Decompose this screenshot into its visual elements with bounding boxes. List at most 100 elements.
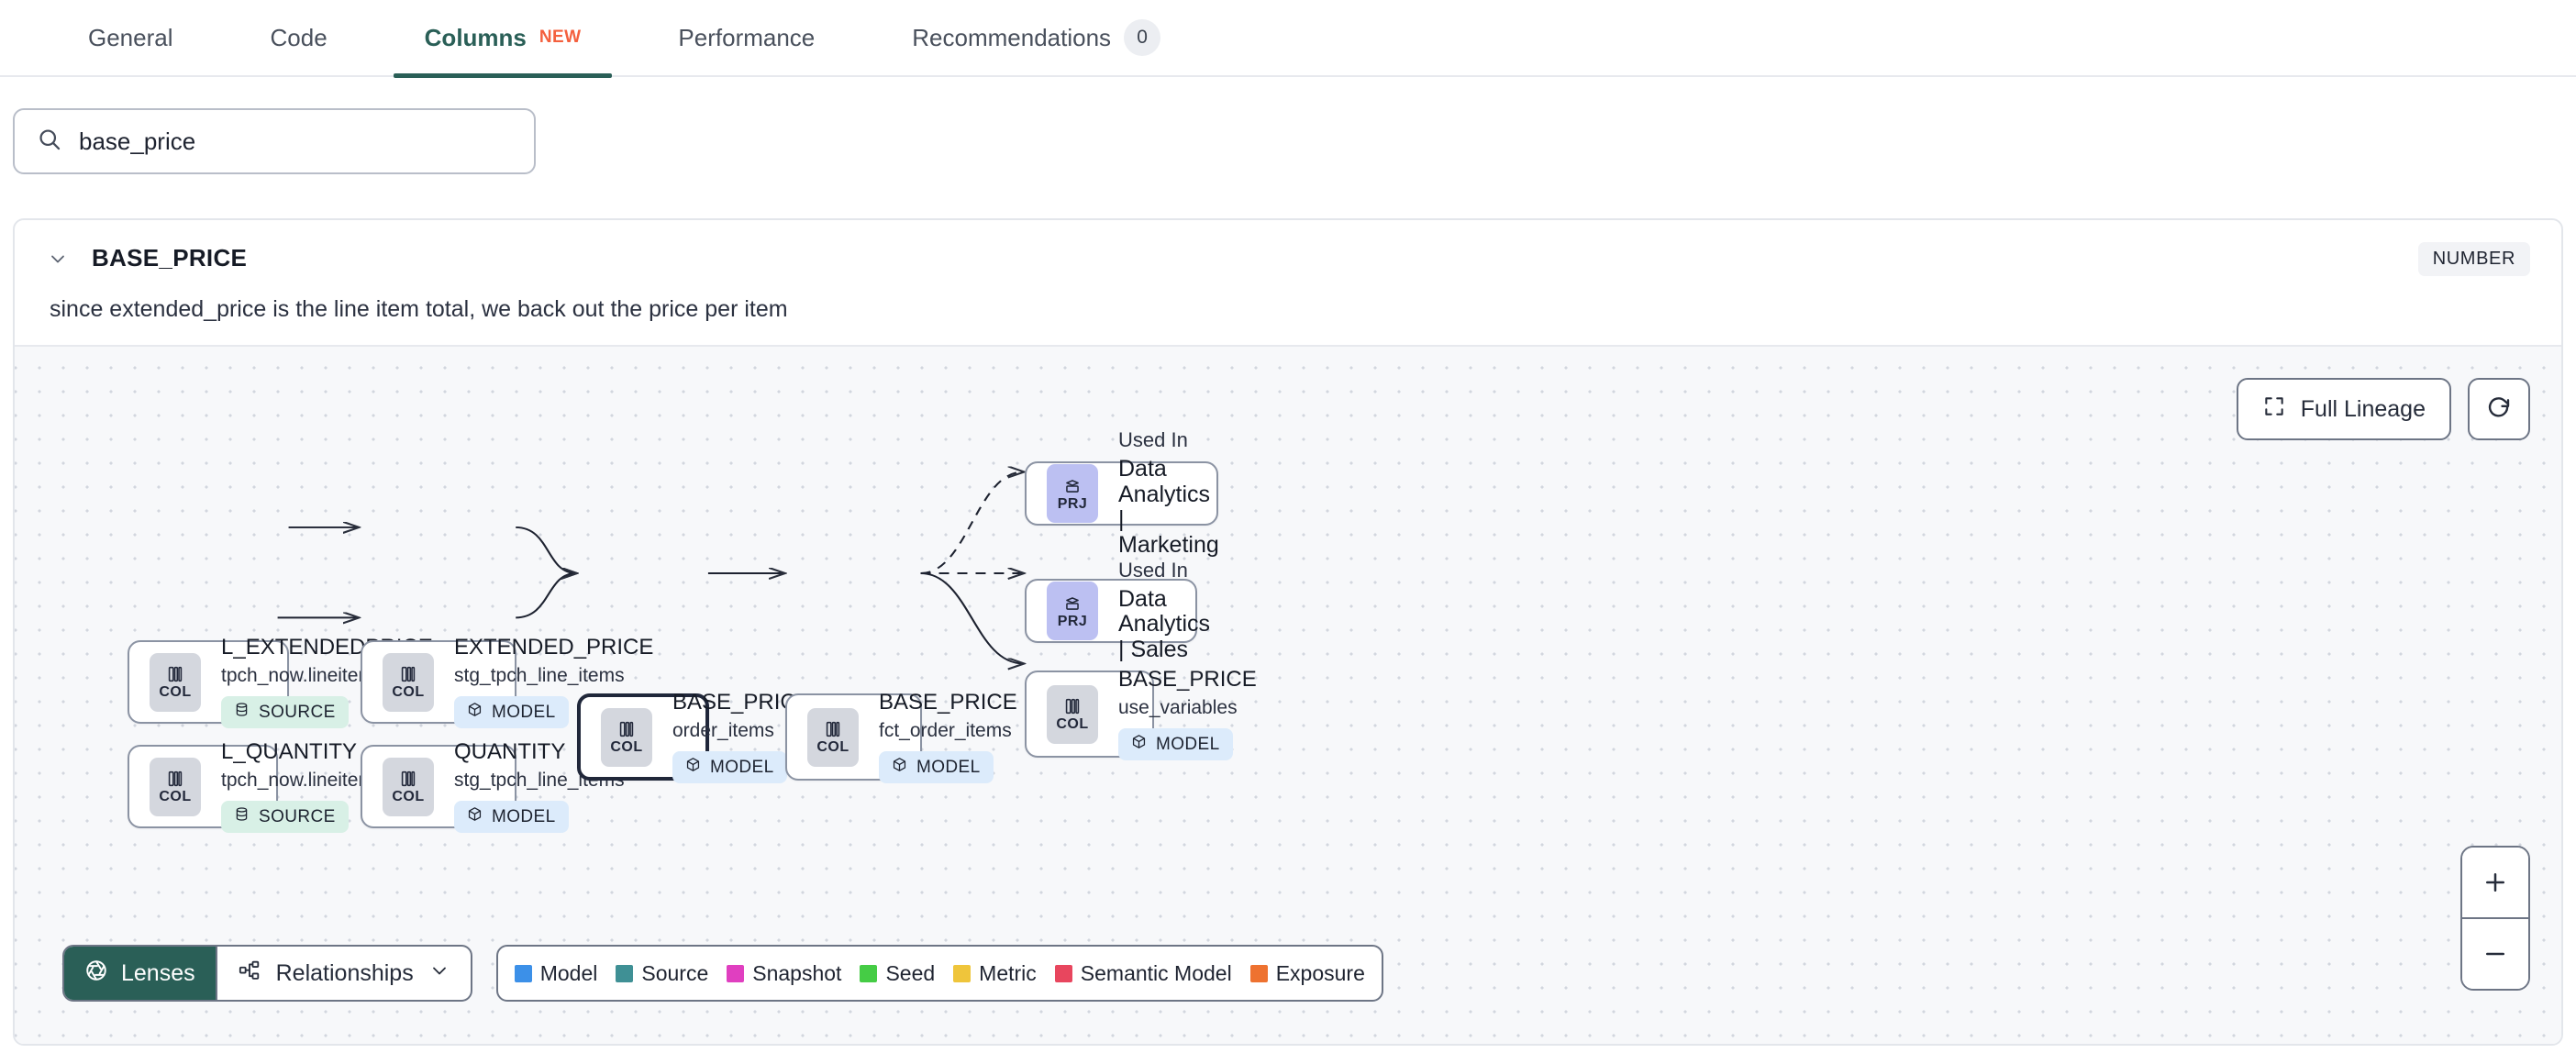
column-type-badge: NUMBER — [2417, 242, 2530, 276]
relationships-dropdown[interactable]: Relationships — [215, 947, 471, 1000]
node-kind-badge: MODEL — [454, 696, 569, 729]
lineage-node-l-quantity[interactable]: COL L_QUANTITY tpch_now.lineitem — [128, 739, 374, 834]
legend-item-semantic-model: Semantic Model — [1054, 961, 1232, 986]
node-subtitle: tpch_now.lineitem — [221, 665, 374, 687]
search-box[interactable] — [13, 108, 536, 174]
legend-swatch — [860, 964, 878, 982]
lineage-node-base-price-fct-order-items[interactable]: COL BASE_PRICE fct_order_items MODEL — [785, 690, 1017, 784]
col-badge-icon: COL — [150, 757, 201, 816]
col-badge-icon: COL — [383, 652, 434, 712]
col-badge-icon: COL — [601, 707, 652, 767]
node-kind-label: SOURCE — [259, 702, 336, 722]
tab-label: Columns — [424, 23, 527, 51]
lineage-node-l-extendedprice[interactable]: COL L_EXTENDEDPRICE tpch_now.lineitem — [128, 635, 433, 729]
legend-swatch — [1054, 964, 1072, 982]
column-description: since extended_price is the line item to… — [50, 296, 788, 322]
node-body: Used In Data Analytics | Sales — [1098, 558, 1211, 663]
tab-performance[interactable]: Performance — [647, 0, 846, 76]
col-badge-icon: COL — [383, 757, 434, 816]
cube-icon — [467, 806, 483, 827]
tab-label: Code — [270, 23, 328, 51]
col-badge-icon: COL — [807, 707, 859, 767]
lineage-node-extended-price[interactable]: COL EXTENDED_PRICE stg_tpch_line_items M… — [361, 635, 653, 729]
lineage-node-project-marketing[interactable]: PRJ Used In Data Analytics | Marketing — [1025, 428, 1219, 557]
refresh-icon — [2485, 393, 2513, 426]
tab-recommendations[interactable]: Recommendations 0 — [881, 0, 1192, 76]
badge-code: COL — [392, 789, 425, 804]
tab-recommendations-count: 0 — [1124, 19, 1161, 56]
legend-label: Exposure — [1275, 960, 1365, 985]
zoom-out-button[interactable] — [2462, 919, 2528, 989]
node-subtitle: Data Analytics | Sales — [1118, 585, 1211, 662]
node-kind-label: MODEL — [1156, 734, 1220, 754]
lineage-node-base-price-order-items[interactable]: COL BASE_PRICE order_items MODEL — [577, 690, 811, 784]
lineage-canvas[interactable]: COL L_EXTENDEDPRICE tpch_now.lineitem — [15, 345, 2561, 1044]
lineage-node-project-sales[interactable]: PRJ Used In Data Analytics | Sales — [1025, 559, 1210, 662]
legend-item-model: Model — [514, 961, 597, 986]
node-subtitle: order_items — [672, 720, 774, 742]
database-icon — [234, 806, 250, 827]
col-badge-icon: COL — [150, 652, 201, 712]
tab-columns[interactable]: Columns NEW — [393, 0, 613, 78]
col-badge-icon: COL — [1047, 684, 1098, 744]
column-title-row: BASE_PRICE — [46, 244, 2530, 272]
tab-label: General — [88, 23, 173, 51]
lenses-label: Lenses — [121, 959, 195, 986]
database-icon — [234, 702, 250, 723]
legend-swatch — [727, 964, 745, 982]
relationships-label: Relationships — [275, 959, 414, 986]
column-header: BASE_PRICE NUMBER since extended_price i… — [15, 220, 2561, 323]
lenses-group: Lenses Relationships — [62, 945, 472, 1002]
chevron-down-icon[interactable] — [46, 247, 70, 271]
page-title: BASE_PRICE — [92, 244, 248, 272]
lineage-node-base-price-use-variables[interactable]: COL BASE_PRICE use_variables MODEL — [1025, 667, 1257, 761]
badge-code: COL — [1056, 716, 1089, 732]
column-panel: BASE_PRICE NUMBER since extended_price i… — [13, 218, 2563, 1046]
node-body: Used In Data Analytics | Marketing — [1098, 427, 1219, 558]
relationships-icon — [238, 959, 261, 989]
cube-icon — [685, 757, 701, 778]
lineage-edges — [277, 347, 2561, 1044]
full-lineage-button[interactable]: Full Lineage — [2236, 378, 2451, 440]
legend-label: Snapshot — [752, 960, 842, 985]
lenses-button[interactable]: Lenses — [64, 947, 216, 1000]
canvas-bottom-toolbar: Lenses Relationships — [62, 945, 1383, 1002]
node-body: L_EXTENDEDPRICE tpch_now.lineitem SOURCE — [201, 635, 433, 729]
node-body: BASE_PRICE fct_order_items MODEL — [859, 690, 1017, 784]
lineage-legend: Model Source Snapshot Seed — [495, 945, 1383, 1002]
legend-item-exposure: Exposure — [1249, 960, 1365, 986]
badge-code: COL — [816, 739, 849, 755]
cube-icon — [1131, 734, 1147, 755]
legend-swatch — [1249, 964, 1268, 982]
legend-item-source: Source — [616, 961, 708, 986]
badge-code: COL — [610, 739, 643, 755]
badge-code: PRJ — [1057, 495, 1088, 512]
zoom-in-button[interactable] — [2462, 848, 2528, 917]
node-title: Used In — [1118, 427, 1188, 451]
search-input[interactable] — [79, 127, 512, 156]
node-kind-badge: SOURCE — [221, 696, 349, 729]
node-title: Used In — [1118, 558, 1188, 582]
node-kind-badge: SOURCE — [221, 801, 349, 834]
badge-code: COL — [159, 789, 192, 804]
node-kind-label: SOURCE — [259, 806, 336, 826]
full-lineage-label: Full Lineage — [2300, 395, 2426, 422]
node-subtitle: Data Analytics | Marketing — [1118, 456, 1219, 558]
node-subtitle: stg_tpch_line_items — [454, 665, 625, 687]
prj-badge-icon: PRJ — [1047, 582, 1098, 640]
expand-icon — [2262, 394, 2286, 425]
tab-general[interactable]: General — [57, 0, 205, 76]
node-subtitle: fct_order_items — [879, 720, 1012, 742]
prj-badge-icon: PRJ — [1047, 464, 1098, 523]
badge-code: COL — [159, 684, 192, 700]
node-body: BASE_PRICE use_variables MODEL — [1098, 667, 1257, 761]
tab-bar: General Code Columns NEW Performance Rec… — [0, 0, 2576, 78]
refresh-button[interactable] — [2468, 378, 2530, 440]
legend-label: Source — [641, 960, 709, 985]
badge-code: COL — [392, 684, 425, 700]
tab-code[interactable]: Code — [239, 0, 359, 76]
lineage-node-quantity[interactable]: COL QUANTITY stg_tpch_line_items MODEL — [361, 739, 625, 834]
node-kind-label: MODEL — [916, 757, 981, 777]
badge-code: PRJ — [1057, 613, 1088, 629]
